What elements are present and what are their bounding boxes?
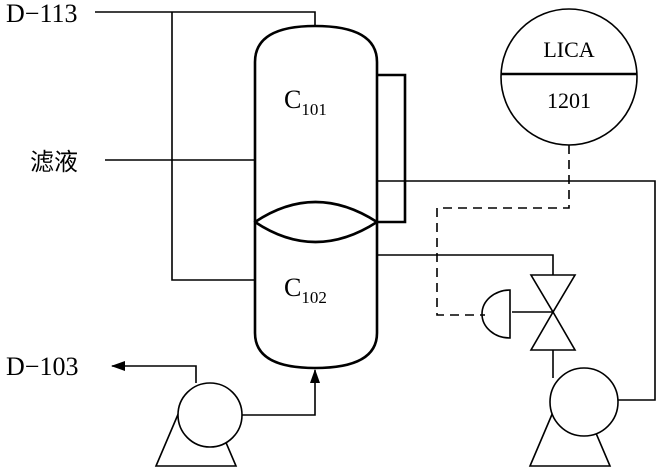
vessel-c102-label: C102 — [284, 273, 327, 307]
line-c102-to-valve — [377, 254, 554, 275]
instrument-tag: LICA — [543, 37, 594, 62]
stream-label-d103: D−103 — [6, 352, 78, 381]
stream-label-filtrate: 滤液 — [30, 148, 78, 176]
feed-line-d113-upper — [95, 11, 316, 26]
control-valve — [512, 274, 577, 351]
level-gauge-c101 — [377, 73, 407, 224]
pump-left — [154, 382, 243, 467]
vessel-c101-bottom-head — [254, 220, 378, 244]
level-indicator-controller: LICA 1201 — [500, 8, 638, 146]
vessel-c101-label: C101 — [284, 85, 327, 119]
instrument-number: 1201 — [547, 88, 591, 113]
feed-line-d113-lower — [171, 12, 255, 281]
recycle-line — [377, 180, 656, 401]
pump-discharge-line — [242, 369, 320, 416]
valve-actuator — [481, 289, 511, 339]
pump-right — [528, 367, 619, 467]
stream-label-d113: D−113 — [6, 0, 77, 28]
outlet-line-d103 — [111, 361, 197, 383]
vessel-c101 — [253, 24, 379, 222]
vessel-c102 — [253, 200, 379, 370]
control-signal-line — [436, 145, 570, 316]
